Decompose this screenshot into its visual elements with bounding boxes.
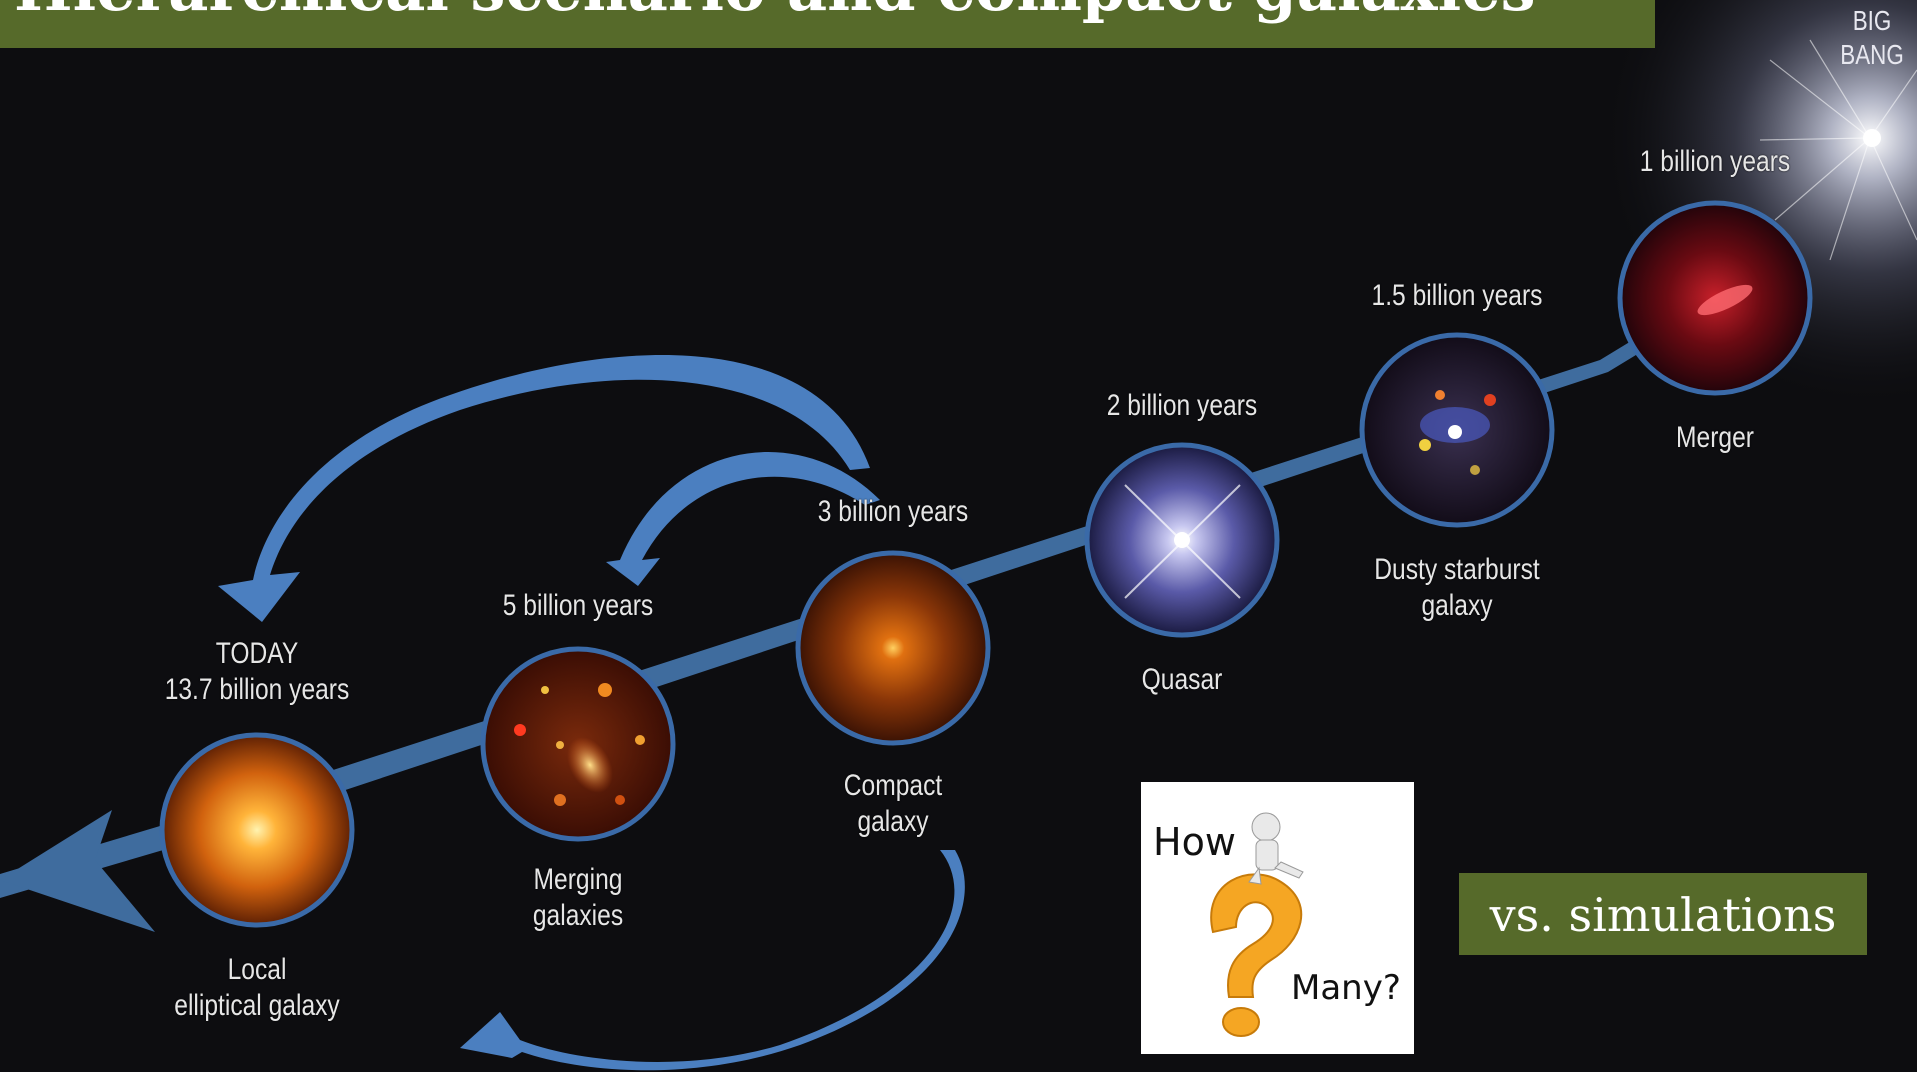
- galaxy-compact: [795, 550, 991, 746]
- title-bar: Hierarchical scenario and compact galaxi…: [0, 0, 1655, 48]
- many-text: Many?: [1291, 968, 1401, 1008]
- galaxy-merger: [1617, 200, 1813, 396]
- today-time-line-2: 13.7 billion years: [164, 673, 350, 706]
- merger-name: Merger: [1676, 421, 1754, 454]
- arrow-compact-to-merging: [606, 452, 880, 586]
- dusty-time: 1.5 billion years: [1371, 279, 1543, 312]
- merging-name: Merging galaxies: [533, 862, 623, 934]
- simulations-badge: vs. simulations: [1459, 873, 1867, 955]
- compact-name: Compact galaxy: [844, 768, 942, 840]
- dusty-name: Dusty starburst galaxy: [1374, 552, 1539, 624]
- today-name-line-2: elliptical galaxy: [174, 989, 340, 1022]
- today-time-line-1: TODAY: [215, 637, 299, 670]
- today-name-line-1: Local: [227, 953, 287, 986]
- merger-time: 1 billion years: [1639, 145, 1791, 178]
- merging-time: 5 billion years: [502, 589, 654, 622]
- today-name: Local elliptical galaxy: [174, 952, 339, 1024]
- simulations-badge-text: vs. simulations: [1489, 888, 1837, 942]
- compact-time: 3 billion years: [817, 495, 969, 528]
- question-mark-figure-icon: [1210, 812, 1304, 1037]
- compact-name-line-2: galaxy: [857, 805, 929, 838]
- galaxy-merging: [480, 646, 676, 842]
- merging-name-line-1: Merging: [533, 863, 623, 896]
- quasar-name: Quasar: [1141, 663, 1223, 696]
- compact-name-line-1: Compact: [843, 769, 943, 802]
- today-time: TODAY 13.7 billion years: [165, 636, 350, 708]
- timeline-arrowhead: [0, 810, 155, 932]
- big-bang-line-2: BANG: [1840, 39, 1904, 70]
- arrow-compact-down: [460, 850, 965, 1071]
- quasar-time: 2 billion years: [1106, 389, 1258, 422]
- timeline-band: [0, 275, 1748, 898]
- merging-name-line-2: galaxies: [532, 899, 624, 932]
- curved-arrows: [218, 355, 965, 1071]
- big-bang-label: BIG BANG: [1840, 4, 1903, 72]
- galaxy-dusty: [1359, 332, 1555, 528]
- page-title: Hierarchical scenario and compact galaxi…: [14, 0, 1536, 25]
- galaxy-quasar: [1084, 442, 1280, 638]
- big-bang-line-1: BIG: [1852, 5, 1892, 36]
- how-text: How: [1153, 820, 1236, 864]
- dusty-name-line-1: Dusty starburst: [1374, 553, 1540, 586]
- arrow-compact-to-today: [218, 355, 870, 622]
- galaxy-today: [159, 732, 355, 928]
- dusty-name-line-2: galaxy: [1421, 589, 1493, 622]
- how-many-image: How Many?: [1141, 782, 1414, 1054]
